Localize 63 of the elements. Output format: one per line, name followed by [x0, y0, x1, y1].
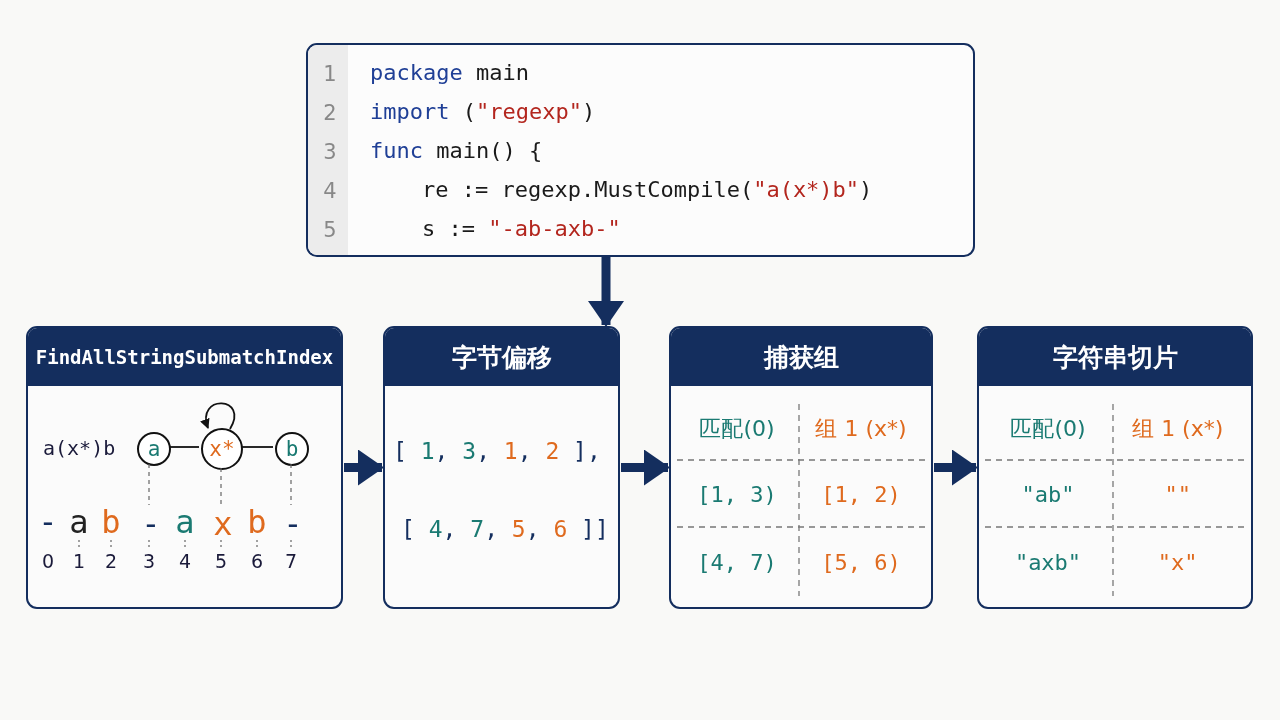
code-line: s := "-ab-axb-" [422, 216, 621, 241]
index-number: 3 [142, 551, 156, 571]
line-number: 1 [323, 63, 337, 85]
guide-line [148, 463, 150, 506]
index-number: 4 [178, 551, 192, 571]
panel [383, 326, 620, 609]
line-number: 2 [323, 102, 337, 124]
string-character: a [69, 506, 89, 538]
connector-line [168, 446, 200, 448]
panel-header: FindAllStringSubmatchIndex [28, 328, 341, 386]
panel [977, 326, 1253, 609]
line-number: 4 [323, 180, 337, 202]
string-character: a [175, 506, 195, 538]
string-character: b [101, 506, 121, 538]
connector-line [240, 446, 274, 448]
table-cell: [1, 2) [821, 481, 901, 507]
table-cell: [4, 7) [697, 549, 777, 575]
column-header: 组 1 (x*) [1132, 415, 1224, 443]
table-cell: "ab" [1021, 481, 1075, 507]
column-header: 组 1 (x*) [815, 415, 907, 443]
code-line: re := regexp.MustCompile("a(x*)b") [422, 177, 873, 202]
offset-array: [ 1, 3, 1, 2 ], [393, 438, 601, 464]
panel-header: 字符串切片 [979, 328, 1251, 386]
code-line: func main() { [370, 138, 543, 163]
code-line: import ("regexp") [370, 99, 596, 124]
column-header: 匹配(0) [699, 415, 775, 443]
arrow [588, 257, 624, 327]
offset-array: [ 4, 7, 5, 6 ]] [401, 516, 609, 542]
arrow [934, 449, 978, 486]
panel [669, 326, 933, 609]
table-cell: "axb" [1014, 549, 1082, 575]
string-character: x [211, 508, 235, 540]
panel-header: 字节偏移 [385, 328, 618, 386]
code-panel [306, 43, 975, 257]
line-number: 5 [323, 219, 337, 241]
string-character: - [38, 506, 58, 538]
panel [26, 326, 343, 609]
table-cell: [5, 6) [821, 549, 901, 575]
string-character: b [247, 506, 267, 538]
code-line: package main [370, 60, 529, 85]
table-cell: [1, 3) [697, 481, 777, 507]
index-number: 1 [72, 551, 86, 571]
guide-line [220, 467, 222, 506]
string-character: - [281, 508, 305, 540]
index-number: 6 [250, 551, 264, 571]
panel-header: 捕获组 [671, 328, 931, 386]
state-circle: b [275, 432, 309, 466]
index-number: 0 [41, 551, 55, 571]
line-number: 3 [323, 141, 337, 163]
guide-line [290, 463, 292, 506]
column-header: 匹配(0) [1010, 415, 1086, 443]
regex-text: a(x*)b [43, 436, 116, 460]
string-character: - [139, 508, 163, 540]
index-number: 5 [214, 551, 228, 571]
arrow [201, 402, 236, 430]
table-cell: "" [1164, 481, 1191, 507]
state-circle: a [137, 432, 171, 466]
arrow [344, 449, 384, 486]
index-number: 2 [104, 551, 118, 571]
arrow [621, 449, 670, 486]
state-circle: x* [201, 428, 243, 470]
table-cell: "x" [1157, 549, 1198, 575]
index-number: 7 [284, 551, 298, 571]
